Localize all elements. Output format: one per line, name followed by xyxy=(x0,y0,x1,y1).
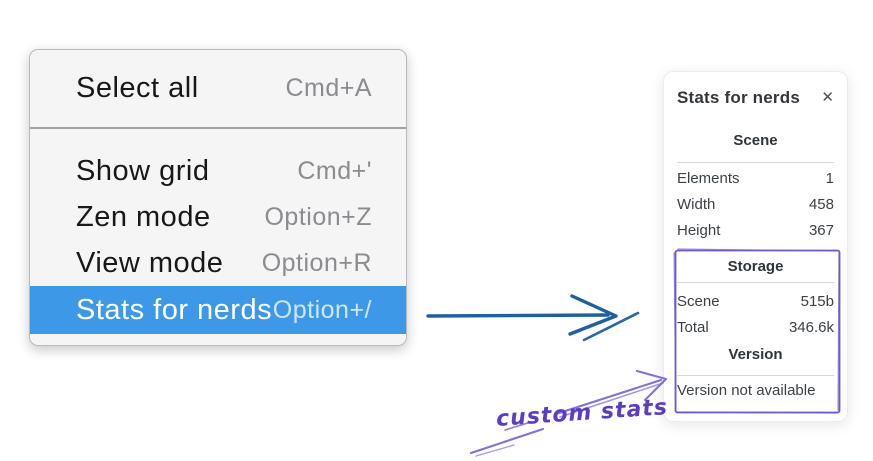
section-rule xyxy=(677,162,834,163)
menu-item-label: View mode xyxy=(76,246,224,279)
section-rule xyxy=(677,282,834,283)
section-header: Storage xyxy=(727,258,784,275)
section-rule xyxy=(677,375,834,376)
menu-item-zen-mode[interactable]: Zen mode Option+Z xyxy=(30,194,406,240)
stats-panel: Stats for nerds ✕ Scene Elements 1 Width… xyxy=(663,71,848,422)
menu-item-shortcut: Option+R xyxy=(261,248,372,277)
version-note: Version not available xyxy=(677,382,816,399)
menu-item-shortcut: Option+/ xyxy=(272,295,372,324)
stat-value: 367 xyxy=(808,222,834,239)
section-header: Scene xyxy=(733,132,778,149)
stat-label: Height xyxy=(677,222,721,239)
stat-label: Elements xyxy=(677,170,740,187)
context-menu: Select all Cmd+A Show grid Cmd+' Zen mod… xyxy=(29,49,407,346)
menu-item-select-all[interactable]: Select all Cmd+A xyxy=(30,66,406,112)
menu-section-top: Select all Cmd+A xyxy=(30,50,406,127)
stat-label: Total xyxy=(677,319,709,336)
menu-item-stats-for-nerds[interactable]: Stats for nerds Option+/ xyxy=(30,286,406,334)
stat-label: Width xyxy=(677,196,716,213)
stat-value: 458 xyxy=(808,196,834,213)
menu-item-shortcut: Cmd+A xyxy=(285,74,372,102)
menu-item-label: Select all xyxy=(76,72,199,104)
stat-row-elements: Elements 1 xyxy=(677,170,834,187)
stats-panel-title: Stats for nerds xyxy=(677,87,800,107)
stat-row-height: Height 367 xyxy=(677,222,834,239)
menu-item-label: Zen mode xyxy=(76,200,211,233)
stat-value: 515b xyxy=(800,293,834,310)
menu-item-shortcut: Option+Z xyxy=(264,202,372,231)
stats-section-scene: Scene Elements 1 Width 458 Height 367 xyxy=(677,133,834,238)
close-icon[interactable]: ✕ xyxy=(821,89,834,106)
stat-row-scene-storage: Scene 515b xyxy=(677,293,834,310)
stats-section-version: Version Version not available xyxy=(677,347,834,398)
menu-item-label: Stats for nerds xyxy=(76,293,273,326)
menu-item-shortcut: Cmd+' xyxy=(297,156,372,185)
stat-row-total-storage: Total 346.6k xyxy=(677,319,834,336)
stat-row-width: Width 458 xyxy=(677,196,834,213)
menu-section-bottom: Show grid Cmd+' Zen mode Option+Z View m… xyxy=(30,129,406,334)
menu-divider xyxy=(30,127,406,129)
menu-to-panel-arrow xyxy=(426,294,640,342)
stats-panel-header: Stats for nerds ✕ xyxy=(677,87,834,107)
stat-value: 346.6k xyxy=(788,319,834,336)
menu-item-view-mode[interactable]: View mode Option+R xyxy=(30,240,406,286)
stats-section-storage: Storage Scene 515b Total 346.6k xyxy=(677,259,834,335)
section-header: Version xyxy=(728,346,783,363)
stat-value: 1 xyxy=(825,170,834,187)
menu-item-show-grid[interactable]: Show grid Cmd+' xyxy=(30,148,406,194)
stat-label: Scene xyxy=(677,293,720,310)
custom-stats-label: custom stats xyxy=(495,395,669,432)
menu-item-label: Show grid xyxy=(76,154,210,187)
